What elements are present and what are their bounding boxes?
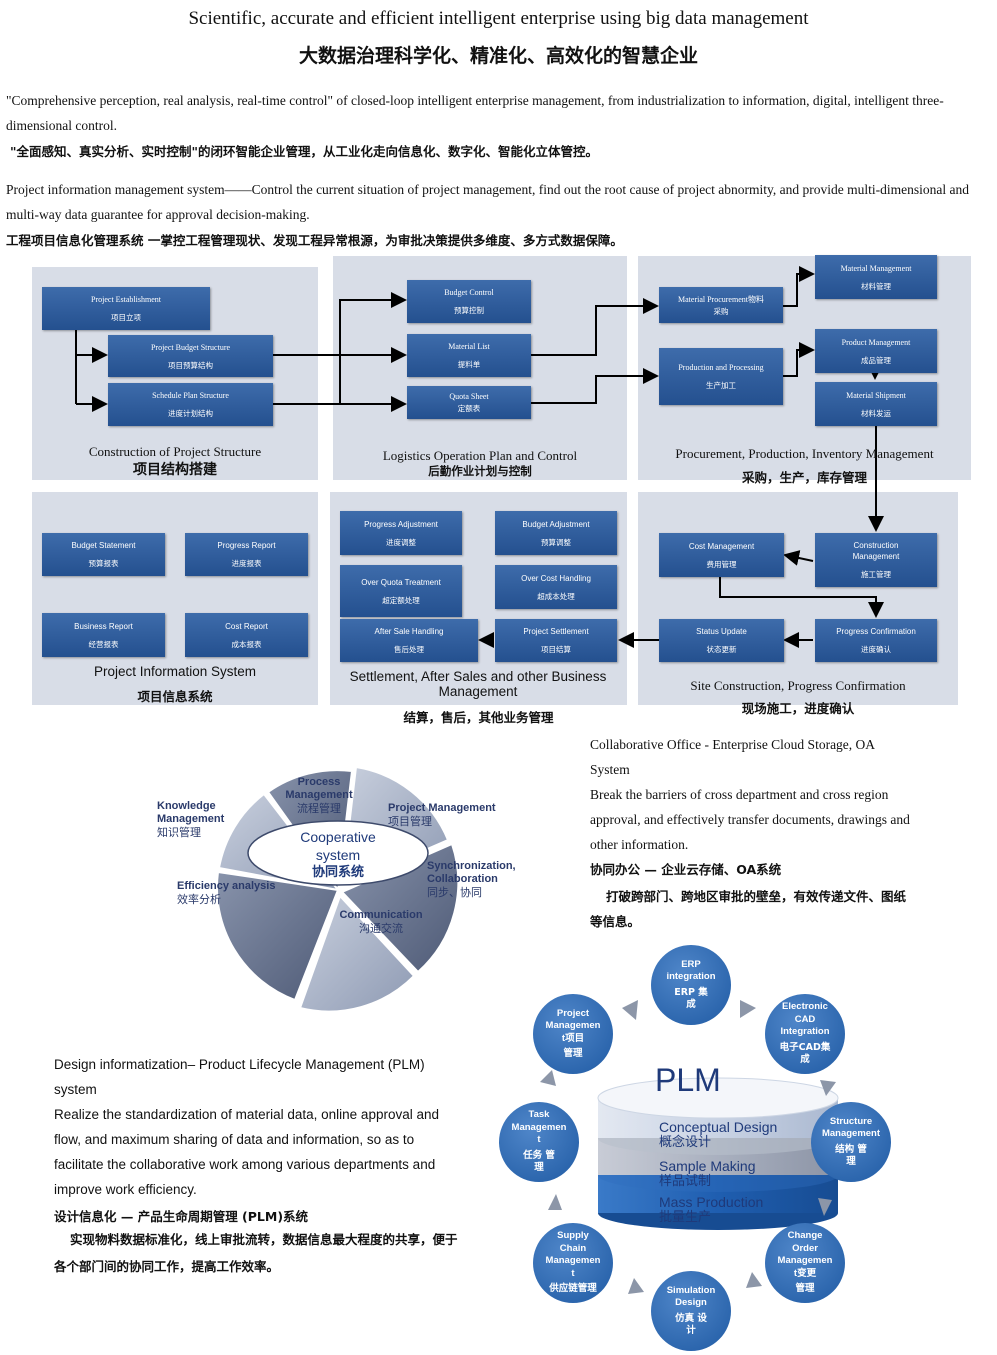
panel1-title-cn: 项目结构搭建: [133, 462, 217, 478]
panel-site-construction: [638, 492, 958, 705]
panel4-title-cn: 项目信息系统: [137, 689, 213, 704]
intro-text-en: "Comprehensive perception, real analysis…: [6, 93, 944, 133]
panel3-title-cn: 采购，生产，库存管理: [741, 470, 867, 485]
panel2-title-cn: 后勤作业计划与控制: [428, 464, 532, 478]
plm-node-project: Project Managemen t项目管理: [533, 994, 613, 1074]
panel-project-info: [32, 492, 318, 705]
plm-title: PLM: [655, 1062, 721, 1098]
pims-text-cn: 工程项目信息化管理系统 一掌控工程管理现状、发现工程异常根源，为审批决策提供多维…: [6, 233, 623, 248]
pims-text-en: Project information management system——C…: [6, 182, 970, 222]
panel5-title-en: Settlement, After Sales and other Busine…: [349, 669, 607, 699]
office-text-cn-1: 协同办公 — 企业云存储、OA系统: [590, 862, 782, 877]
design-text-en-2: Realize the standardization of material …: [54, 1107, 439, 1197]
design-text-en-1: Design informatization– Product Lifecycl…: [54, 1057, 425, 1097]
panel3-title-en: Procurement, Production, Inventory Manag…: [675, 446, 934, 461]
panel4-title-en: Project Information System: [93, 664, 257, 679]
office-text-cn-2: 打破跨部门、跨地区审批的壁垒，有效传递文件、图纸等信息。: [590, 889, 907, 929]
intro-text-cn: "全面感知、真实分析、实时控制"的闭环智能企业管理，从工业化走向信息化、数字化、…: [10, 144, 599, 159]
panel6-title-en: Site Construction, Progress Confirmation: [690, 678, 906, 693]
pie-center-label: Cooperative system 协同系统: [300, 829, 376, 880]
plm-node-change-order: Change Order Managemen t变更管理: [765, 1223, 845, 1303]
office-text-en-1: Collaborative Office - Enterprise Cloud …: [590, 737, 875, 777]
box-material-procurement: Material Procurement物料采购: [659, 287, 783, 323]
panel2-title-en: Logistics Operation Plan and Control: [382, 448, 578, 463]
page-title-en: Scientific, accurate and efficient intel…: [188, 8, 809, 29]
panel5-title-cn: 结算，售后，其他业务管理: [403, 710, 554, 725]
design-text-cn-1: 设计信息化 — 产品生命周期管理 (PLM)系统: [54, 1209, 309, 1224]
design-text-cn-2: 实现物料数据标准化，线上审批流转，数据信息最大程度的共享，便于各个部门间的协同工…: [54, 1232, 458, 1274]
panel1-title-en: Construction of Project Structure: [88, 444, 262, 459]
page-title-cn: 大数据治理科学化、精准化、高效化的智慧企业: [298, 45, 698, 67]
panel6-title-cn: 现场施工，进度确认: [741, 701, 855, 716]
office-text-en-2: Break the barriers of cross department a…: [590, 787, 910, 852]
